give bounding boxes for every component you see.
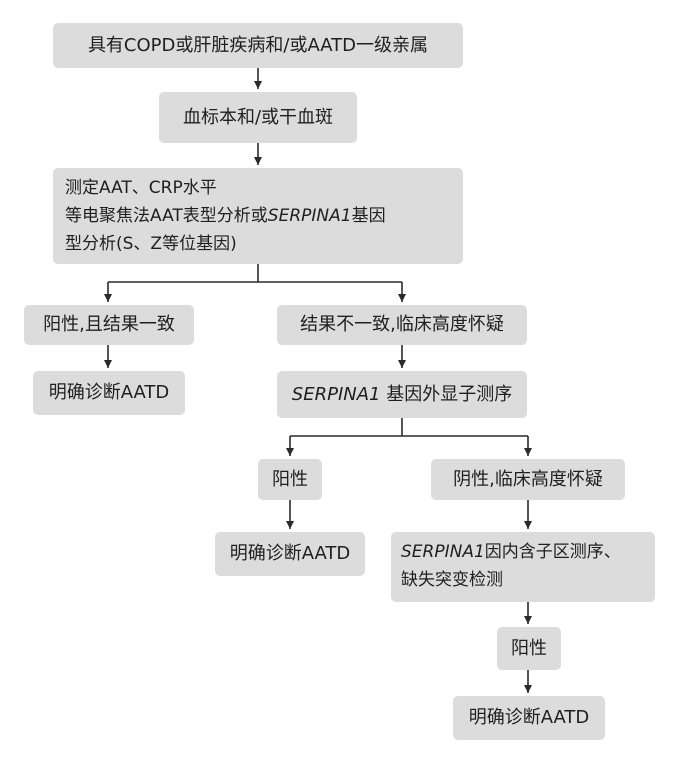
node-inconsistent-suspicion-text: 结果不一致,临床高度怀疑 bbox=[300, 314, 504, 335]
node-inconsistent-suspicion: 结果不一致,临床高度怀疑 bbox=[277, 305, 527, 345]
node-positive-2: 阳性 bbox=[258, 459, 322, 500]
node-diagnosis-2-text: 明确诊断AATD bbox=[229, 543, 351, 564]
node-exon-sequencing: SERPINA1 基因外显子测序 bbox=[277, 371, 527, 418]
node-positive-2-text: 阳性 bbox=[272, 468, 308, 490]
node-initial-tests-line3: 型分析(S、Z等位基因) bbox=[65, 234, 237, 254]
node-initial-tests-line1: 测定AAT、CRP水平 bbox=[65, 178, 217, 198]
node-screening-population-text: 具有COPD或肝脏疾病和/或AATD一级亲属 bbox=[87, 34, 429, 56]
node-initial-tests-line2: 等电聚焦法AAT表型分析或SERPINA1基因 bbox=[65, 202, 451, 230]
node-exon-sequencing-text: SERPINA1 基因外显子测序 bbox=[292, 381, 512, 409]
node-diagnosis-1: 明确诊断AATD bbox=[33, 371, 185, 415]
exon-suffix: 基因外显子测序 bbox=[380, 383, 513, 405]
node-diagnosis-3-text: 明确诊断AATD bbox=[468, 707, 590, 728]
line2-prefix: 等电聚焦法AAT表型分析或 bbox=[65, 206, 268, 226]
node-intron-sequencing-line1: SERPINA1因内含子区测序、 bbox=[401, 538, 645, 566]
node-positive-consistent: 阳性,且结果一致 bbox=[24, 305, 194, 345]
node-positive-consistent-text: 阳性,且结果一致 bbox=[43, 314, 175, 335]
node-negative-suspicion-text: 阴性,临床高度怀疑 bbox=[453, 468, 603, 490]
node-intron-sequencing: SERPINA1因内含子区测序、 缺失突变检测 bbox=[391, 532, 655, 602]
node-sample-type: 血标本和/或干血斑 bbox=[159, 92, 357, 143]
node-positive-3: 阳性 bbox=[497, 627, 561, 670]
node-screening-population: 具有COPD或肝脏疾病和/或AATD一级亲属 bbox=[53, 23, 463, 68]
node-diagnosis-2: 明确诊断AATD bbox=[215, 532, 365, 576]
node-positive-3-text: 阳性 bbox=[511, 637, 547, 659]
intron-gene: SERPINA1 bbox=[401, 542, 485, 562]
node-sample-type-text: 血标本和/或干血斑 bbox=[182, 106, 334, 128]
exon-gene: SERPINA1 bbox=[291, 383, 381, 405]
intron-suffix: 因内含子区测序、 bbox=[484, 542, 621, 562]
line2-gene: SERPINA1 bbox=[267, 206, 352, 226]
node-intron-sequencing-line2: 缺失突变检测 bbox=[401, 570, 503, 590]
node-diagnosis-1-text: 明确诊断AATD bbox=[48, 382, 170, 403]
line2-suffix: 基因 bbox=[351, 206, 386, 226]
node-initial-tests: 测定AAT、CRP水平 等电聚焦法AAT表型分析或SERPINA1基因 型分析(… bbox=[53, 168, 463, 264]
node-negative-suspicion: 阴性,临床高度怀疑 bbox=[431, 459, 625, 500]
node-diagnosis-3: 明确诊断AATD bbox=[453, 696, 605, 740]
